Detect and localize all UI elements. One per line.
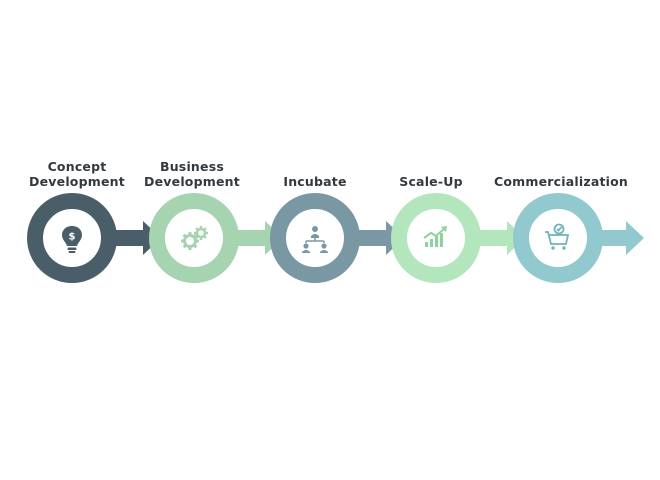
growth-chart-icon [423,226,447,247]
shopping-cart-icon [545,223,570,250]
stage-label-line2: Scale-Up [399,174,463,189]
stage-label-line1: Concept [47,159,107,174]
stage-label-line2: Incubate [283,174,347,189]
connector-arrow [230,221,283,255]
stage-label-line2: Development [29,174,125,189]
stage-ring [149,193,239,283]
connector-arrow [108,221,161,255]
stage-business-development [149,193,283,283]
stage-label-line1: Business [159,159,224,174]
stage-label-business-development: Business Development [132,159,252,189]
stage-label-concept-development: Concept Development [17,159,137,189]
stage-concept-development: $ [27,193,161,283]
connector-arrow [351,221,404,255]
stage-scale-up [391,193,525,283]
stage-ring [513,193,603,283]
stage-ring [27,193,117,283]
connector-arrow [472,221,525,255]
connector-arrow [594,221,644,255]
stage-commercialization [513,193,644,283]
gears-icon [181,226,208,250]
stage-label-commercialization: Commercialization [494,159,629,189]
stage-label-incubate: Incubate [255,159,375,189]
stage-label-scale-up: Scale-Up [371,159,491,189]
svg-text:$: $ [69,232,76,243]
lightbulb-dollar-icon: $ [62,226,82,253]
stage-label-line2: Development [144,174,240,189]
stage-label-line2: Commercialization [494,174,629,189]
org-chart-icon [302,226,328,253]
stage-ring [391,193,481,283]
stage-ring [270,193,360,283]
stage-incubate [270,193,404,283]
